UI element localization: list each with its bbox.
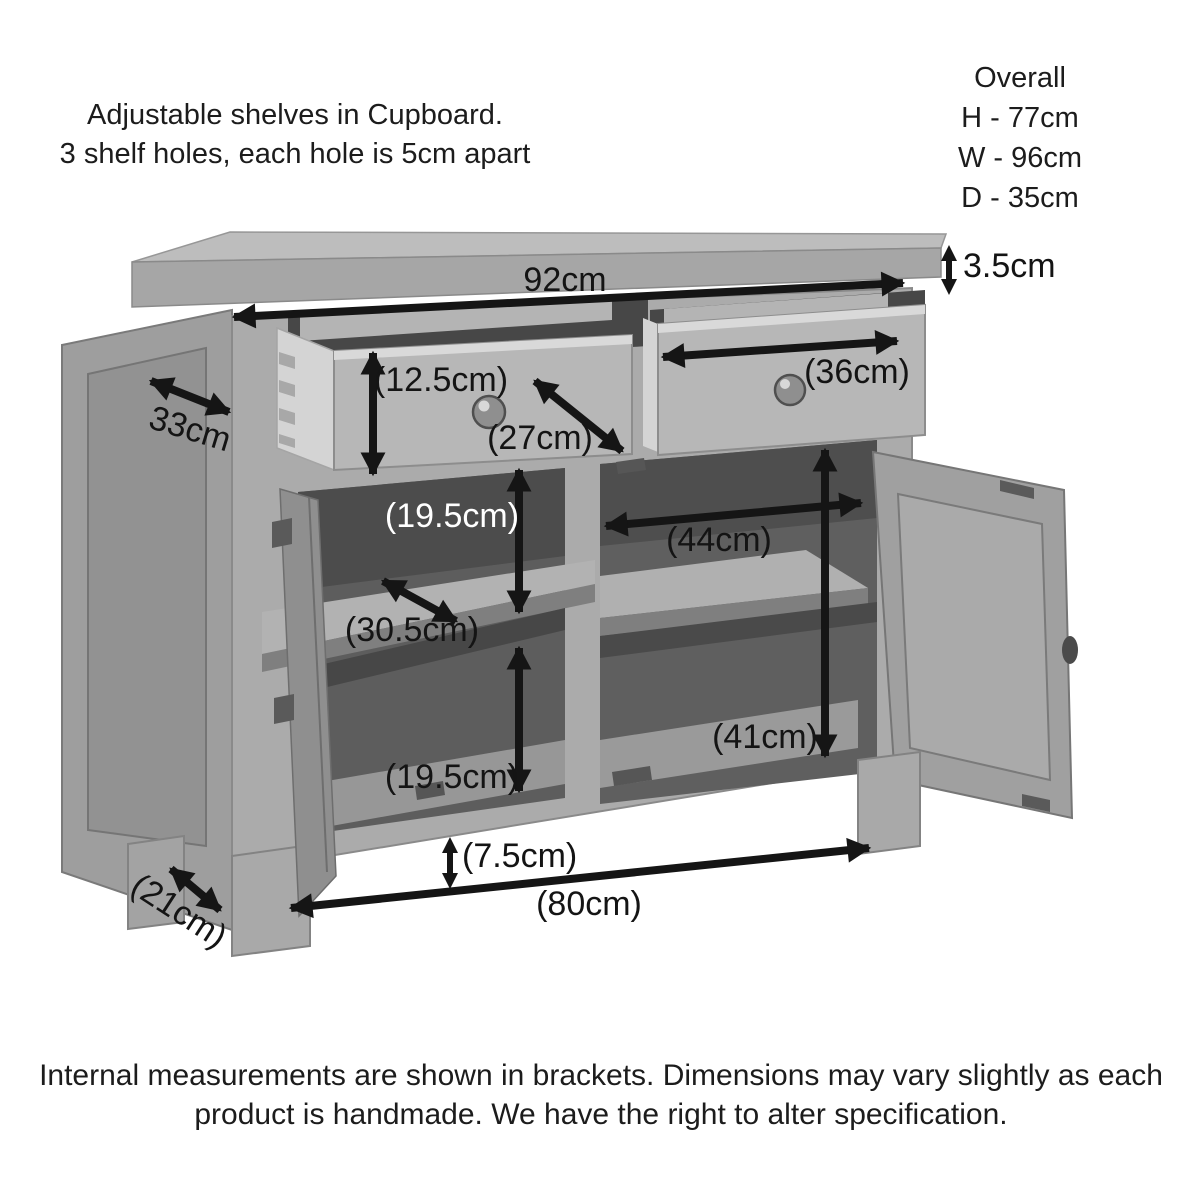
right-door-catch: [612, 766, 652, 786]
dim-drawer-width-arrow: [660, 330, 900, 368]
overall-title: Overall: [974, 62, 1066, 94]
right-door-panel: [896, 492, 1052, 782]
dim-top-thickness: 3.5cm: [941, 245, 1056, 295]
right-drawer-knob-highlight: [780, 379, 790, 389]
dim-top-thickness-arrowhead-down: [941, 279, 957, 295]
dim-base-width-arrow: [288, 837, 872, 919]
dim-cupboard-height: (41cm): [712, 447, 838, 759]
dim-drawer-height: (12.5cm): [360, 350, 508, 477]
right-door-knob: [1062, 636, 1078, 664]
dim-drawer-depth-arrow: [532, 377, 625, 455]
left-cupboard-back-shadow: [298, 468, 565, 590]
right-drawer-knob: [773, 373, 807, 407]
dim-drawer-depth: (27cm): [487, 377, 625, 457]
cupboard-note-line2: 3 shelf holes, each hole is 5cm apart: [59, 138, 531, 170]
dim-base-width: (80cm): [288, 837, 872, 923]
disclaimer-line1: Internal measurements are shown in brack…: [39, 1059, 1163, 1092]
dim-lower-shelf-space-label: (19.5cm): [385, 758, 519, 796]
left-drawer-knob-highlight: [478, 400, 490, 412]
left-drawer-dovetail: [279, 434, 295, 448]
dim-plinth-height-label: (7.5cm): [462, 837, 577, 875]
right-shelf-shadow: [600, 602, 877, 658]
dim-side-depth-arrow: [148, 377, 232, 416]
dim-shelf-depth-arrow: [381, 577, 458, 625]
disclaimer-line2: product is handmade. We have the right t…: [194, 1098, 1008, 1131]
dim-lower-shelf-space: (19.5cm): [385, 645, 532, 796]
right-shelf-edge: [600, 588, 868, 636]
overall-dimensions: Overall H - 77cm W - 96cm D - 35cm: [906, 58, 1134, 218]
dim-drawer-depth-label: (27cm): [487, 419, 593, 457]
overall-height: H - 77cm: [961, 102, 1079, 134]
right-door-hinge-top: [1000, 480, 1034, 499]
left-drawer-dovetail: [279, 380, 295, 397]
dim-shelf-depth: (30.5cm): [345, 577, 479, 649]
cupboard-note-line1: Adjustable shelves in Cupboard.: [87, 99, 503, 131]
dimension-annotations: 92cm 3.5cm 33cm (12.5cm) (27cm): [124, 245, 1056, 956]
dim-drawer-width: (36cm): [660, 330, 910, 391]
dim-upper-shelf-space: (19.5cm): [385, 467, 532, 615]
dim-drawer-height-label: (12.5cm): [374, 361, 508, 399]
dim-cupboard-height-label: (41cm): [712, 718, 818, 756]
left-drawer-dovetail: [279, 352, 295, 369]
dim-plinth-height-arrowhead-down: [442, 873, 458, 889]
overall-width: W - 96cm: [957, 142, 1083, 174]
right-drawer-side: [643, 318, 658, 452]
dim-leg-depth-arrow: [168, 865, 223, 914]
right-door-catch-plate: [1022, 794, 1050, 812]
right-door: [871, 450, 1078, 820]
right-cupboard-floor: [600, 700, 858, 788]
center-stile-catch: [616, 458, 646, 474]
dim-cupboard-width-label: (44cm): [666, 521, 772, 559]
dim-shelf-depth-label: (30.5cm): [345, 611, 479, 649]
dim-top-width-arrow: [231, 271, 906, 329]
left-door-hinge-top: [272, 518, 292, 548]
leg-right-front: [857, 750, 921, 856]
dim-drawer-width-label: (36cm): [804, 353, 910, 391]
left-drawer-dovetail: [279, 408, 295, 425]
dim-upper-shelf-space-label: (19.5cm): [385, 497, 519, 535]
overall-depth: D - 35cm: [961, 182, 1079, 214]
left-door-catch: [415, 781, 445, 800]
left-door-hinge-bottom: [274, 694, 294, 724]
dim-top-thickness-arrowhead-up: [941, 245, 957, 261]
disclaimer: Internal measurements are shown in brack…: [0, 1056, 1202, 1134]
side-panel-inset: [87, 346, 207, 848]
right-shelf-top: [600, 550, 868, 618]
cupboard-note: Adjustable shelves in Cupboard. 3 shelf …: [28, 96, 562, 174]
left-door-edge-line: [308, 496, 328, 873]
dim-top-width-label: 92cm: [523, 261, 606, 299]
dim-top-width: 92cm: [231, 261, 906, 329]
left-drawer-side: [276, 326, 335, 472]
left-drawer-lip: [334, 335, 632, 360]
dim-top-thickness-label: 3.5cm: [963, 247, 1056, 285]
left-shelf-shadow: [298, 608, 565, 694]
dim-base-width-label: (80cm): [536, 885, 642, 923]
